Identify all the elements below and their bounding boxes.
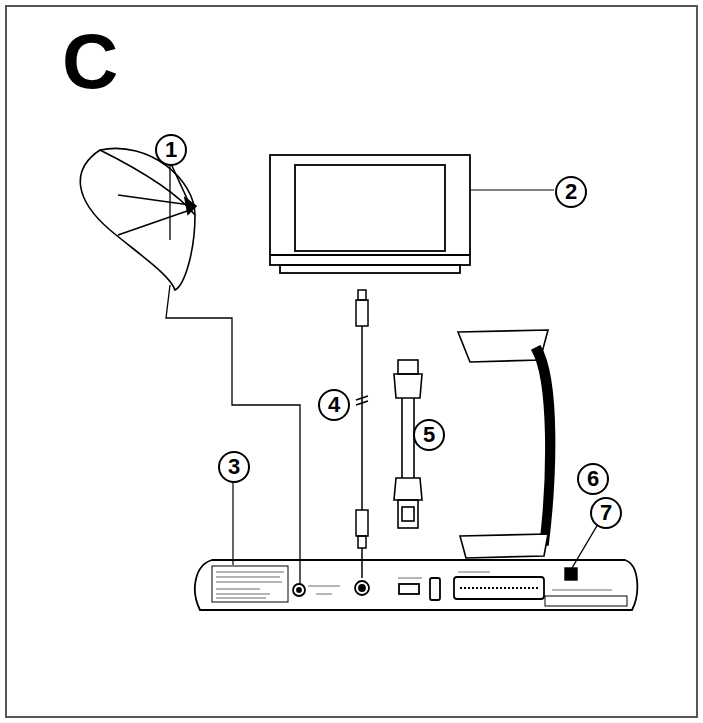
power-cable bbox=[565, 524, 598, 580]
callout-number: 2 bbox=[555, 176, 587, 208]
callout-number: 1 bbox=[155, 134, 187, 166]
callout-number: 5 bbox=[413, 419, 445, 451]
leader-lines bbox=[232, 482, 233, 565]
figure-letter: C bbox=[62, 22, 118, 100]
callout-number: 4 bbox=[318, 389, 350, 421]
receiver bbox=[195, 560, 637, 610]
callout-number: 7 bbox=[590, 497, 622, 529]
television bbox=[270, 155, 554, 273]
satellite-dish bbox=[80, 148, 196, 290]
scart-cable bbox=[458, 330, 555, 558]
frame bbox=[6, 6, 697, 717]
dish-cable bbox=[166, 166, 300, 585]
callout-number: 6 bbox=[577, 463, 609, 495]
callout-number: 3 bbox=[218, 451, 250, 483]
av-cable bbox=[356, 290, 368, 578]
